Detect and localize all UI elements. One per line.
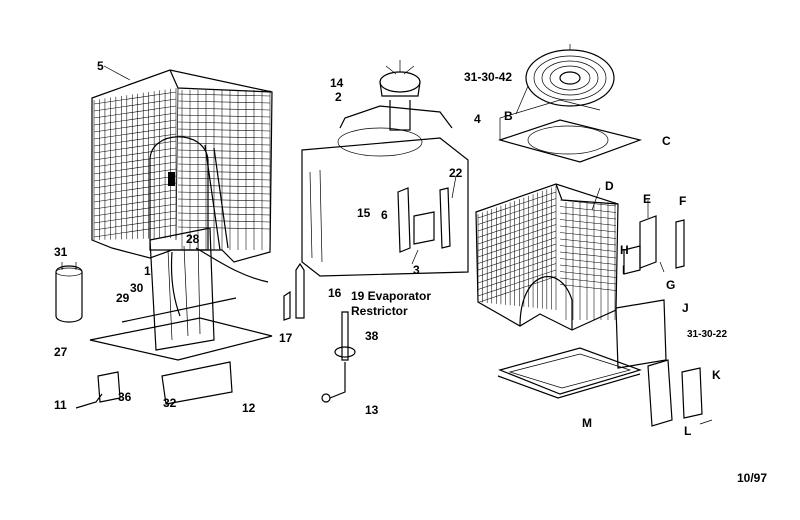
- callout-F: F: [679, 194, 686, 208]
- callout-E: E: [643, 192, 651, 206]
- callout-2: 2: [335, 90, 342, 104]
- callout-C: C: [662, 134, 671, 148]
- callout-36: 36: [118, 390, 132, 404]
- callout-30: 30: [130, 281, 144, 295]
- callout-13: 13: [365, 403, 379, 417]
- callout-G: G: [666, 278, 675, 292]
- callout-38: 38: [365, 329, 379, 343]
- callout-1: 1: [144, 264, 151, 278]
- callout-3: 3: [413, 263, 420, 277]
- callout-M: M: [582, 416, 592, 430]
- callout-6: 6: [381, 208, 388, 222]
- top-cover: [497, 99, 643, 163]
- control-box-parts: [623, 215, 685, 275]
- callout-L: L: [684, 424, 691, 438]
- valve-parts: [283, 262, 356, 403]
- callout-12: 12: [242, 401, 256, 415]
- callout-I: I: [622, 263, 625, 277]
- callout-32: 32: [163, 396, 177, 410]
- fan-motor-assembly: [337, 60, 453, 157]
- callout-17: 17: [279, 331, 293, 345]
- callout-31: 31: [54, 245, 68, 259]
- callout-19-restrictor: Restrictor: [351, 304, 408, 318]
- callout-29: 29: [116, 291, 130, 305]
- callout-19: 19 Evaporator: [351, 289, 431, 303]
- coil-guard-grille: [91, 69, 273, 263]
- callout-J: J: [682, 301, 689, 315]
- callout-28: 28: [186, 232, 200, 246]
- callout-27: 27: [54, 345, 68, 359]
- callout-22: 22: [449, 166, 463, 180]
- callout-5: 5: [97, 59, 104, 73]
- fan-grille-top: [525, 44, 615, 107]
- callout-K: K: [712, 368, 721, 382]
- callout-31-30-42: 31-30-42: [464, 70, 512, 84]
- callout-D: D: [605, 179, 614, 193]
- condenser-coil: [475, 183, 619, 331]
- callout-15: 15: [357, 206, 371, 220]
- cabinet-panels-base: [497, 299, 703, 427]
- callout-31-30-22: 31-30-22: [687, 329, 727, 340]
- callout-11: 11: [54, 398, 67, 412]
- callout-14: 14: [330, 76, 344, 90]
- revision-date: 10/97: [737, 471, 767, 485]
- callout-16: 16: [328, 286, 342, 300]
- callout-B: B: [504, 109, 513, 123]
- callout-4: 4: [474, 112, 481, 126]
- cabinet-side-panel: [301, 137, 469, 277]
- compressor-base-assembly: [55, 227, 273, 409]
- leader-lines: [103, 65, 713, 425]
- callout-H: H: [620, 243, 629, 257]
